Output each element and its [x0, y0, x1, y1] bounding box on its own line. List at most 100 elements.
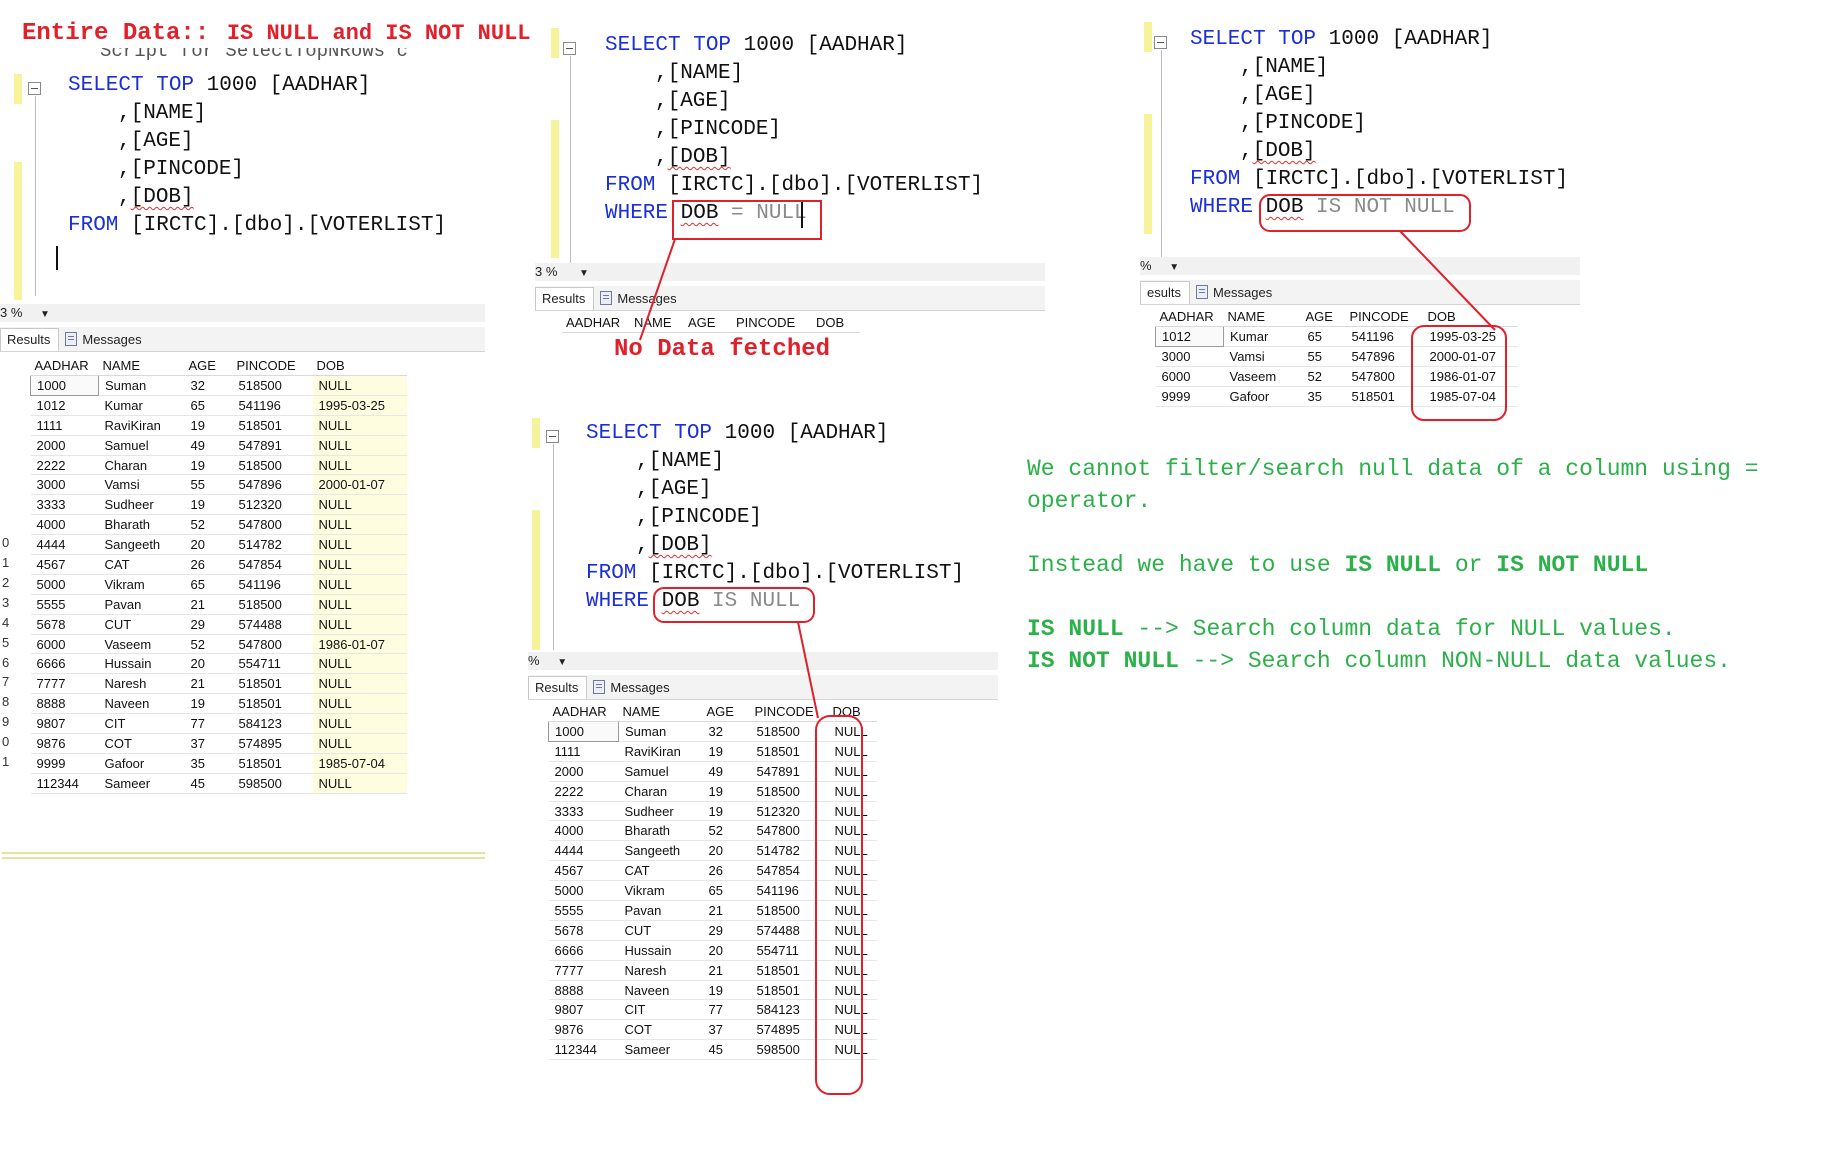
tab-results[interactable]: Results	[0, 327, 60, 351]
table-cell[interactable]: NULL	[312, 594, 407, 615]
column-header[interactable]: DOB	[312, 356, 407, 376]
table-cell[interactable]: NULL	[828, 840, 877, 862]
column-header[interactable]: AADHAR	[30, 356, 99, 376]
collapse-toggle-icon[interactable]	[28, 82, 41, 95]
table-cell[interactable]: 547800	[1345, 366, 1424, 387]
table-cell[interactable]: 541196	[232, 574, 313, 595]
table-cell[interactable]: NULL	[312, 693, 407, 715]
table-cell[interactable]: 1000	[548, 721, 619, 742]
table-cell[interactable]: 2222	[548, 781, 619, 802]
table-cell[interactable]: 547800	[232, 514, 313, 536]
table-cell[interactable]: NULL	[312, 554, 407, 575]
table-cell[interactable]: Hussain	[98, 653, 185, 675]
table-cell[interactable]: Hussain	[618, 940, 703, 961]
column-header[interactable]: PINCODE	[1345, 307, 1424, 327]
table-cell[interactable]: 65	[184, 574, 233, 595]
table-cell[interactable]: 32	[184, 375, 233, 396]
table-cell[interactable]: Sameer	[618, 1039, 703, 1061]
table-cell[interactable]: Kumar	[98, 395, 185, 416]
table-cell[interactable]: 20	[184, 534, 233, 556]
table-cell[interactable]: Samuel	[98, 435, 185, 456]
table-cell[interactable]: 518501	[750, 980, 829, 1001]
table-cell[interactable]: Vikram	[98, 574, 185, 595]
table-cell[interactable]: Sangeeth	[98, 534, 185, 556]
table-cell[interactable]: 518501	[232, 693, 313, 715]
table-cell[interactable]: 518501	[750, 741, 829, 762]
table-cell[interactable]: NULL	[828, 781, 877, 802]
table-cell[interactable]: 21	[702, 900, 751, 921]
query-editor-d[interactable]: SELECT TOP 1000 [AADHAR] ,[NAME] ,[AGE] …	[528, 418, 998, 658]
table-cell[interactable]: 35	[184, 753, 233, 774]
table-cell[interactable]: Sudheer	[618, 801, 703, 822]
table-cell[interactable]: Naveen	[98, 693, 185, 715]
table-cell[interactable]: NULL	[312, 455, 407, 476]
table-cell[interactable]: NULL	[828, 980, 877, 1001]
table-cell[interactable]: 52	[702, 820, 751, 842]
table-cell[interactable]: 574488	[232, 614, 313, 635]
table-cell[interactable]: 514782	[750, 840, 829, 862]
chevron-down-icon[interactable]: ▼	[579, 268, 589, 279]
column-header[interactable]: NAME	[98, 356, 185, 376]
table-cell[interactable]: 574895	[750, 1019, 829, 1041]
table-cell[interactable]: 3000	[1155, 346, 1224, 367]
table-cell[interactable]: Samuel	[618, 761, 703, 782]
table-cell[interactable]: Vikram	[618, 880, 703, 902]
table-cell[interactable]: NULL	[828, 940, 877, 961]
table-cell[interactable]: 4000	[30, 514, 99, 536]
table-cell[interactable]: 4567	[548, 860, 619, 882]
table-cell[interactable]: 584123	[750, 999, 829, 1021]
column-header[interactable]: DOB	[828, 702, 877, 722]
table-cell[interactable]: 547854	[232, 554, 313, 575]
table-cell[interactable]: 45	[184, 773, 233, 794]
table-cell[interactable]: 6000	[1155, 366, 1224, 387]
table-cell[interactable]: 547896	[1345, 346, 1424, 367]
table-cell[interactable]: 518501	[750, 960, 829, 981]
table-cell[interactable]: NULL	[828, 860, 877, 882]
table-cell[interactable]: 1995-03-25	[1423, 326, 1518, 347]
table-cell[interactable]: 19	[702, 781, 751, 802]
table-cell[interactable]: NULL	[312, 514, 407, 536]
collapse-toggle-icon[interactable]	[1154, 36, 1167, 49]
column-header[interactable]: AADHAR	[548, 702, 619, 722]
table-cell[interactable]: 55	[1301, 346, 1346, 367]
table-cell[interactable]: NULL	[828, 1019, 877, 1041]
table-cell[interactable]: 9876	[548, 1019, 619, 1041]
table-cell[interactable]: 112344	[548, 1039, 619, 1061]
column-header[interactable]: NAME	[618, 702, 703, 722]
table-cell[interactable]: 547891	[750, 761, 829, 782]
table-cell[interactable]: 52	[184, 634, 233, 655]
table-cell[interactable]: 19	[702, 980, 751, 1001]
table-cell[interactable]: NULL	[312, 773, 407, 794]
table-cell[interactable]: 19	[184, 693, 233, 715]
table-cell[interactable]: NULL	[828, 761, 877, 782]
table-cell[interactable]: 19	[184, 494, 233, 516]
table-cell[interactable]: 1111	[30, 415, 99, 436]
table-cell[interactable]: 512320	[750, 801, 829, 822]
table-cell[interactable]: 65	[702, 880, 751, 902]
table-cell[interactable]: CIT	[618, 999, 703, 1021]
table-cell[interactable]: 19	[702, 801, 751, 822]
table-cell[interactable]: 9876	[30, 733, 99, 754]
table-cell[interactable]: 1985-07-04	[1423, 386, 1518, 407]
table-cell[interactable]: 26	[184, 554, 233, 575]
table-cell[interactable]: 2000	[30, 435, 99, 456]
tab-messages[interactable]: Messages	[587, 676, 677, 698]
table-cell[interactable]: 26	[702, 860, 751, 882]
table-cell[interactable]: Suman	[618, 721, 703, 742]
column-header[interactable]: AGE	[184, 356, 233, 376]
